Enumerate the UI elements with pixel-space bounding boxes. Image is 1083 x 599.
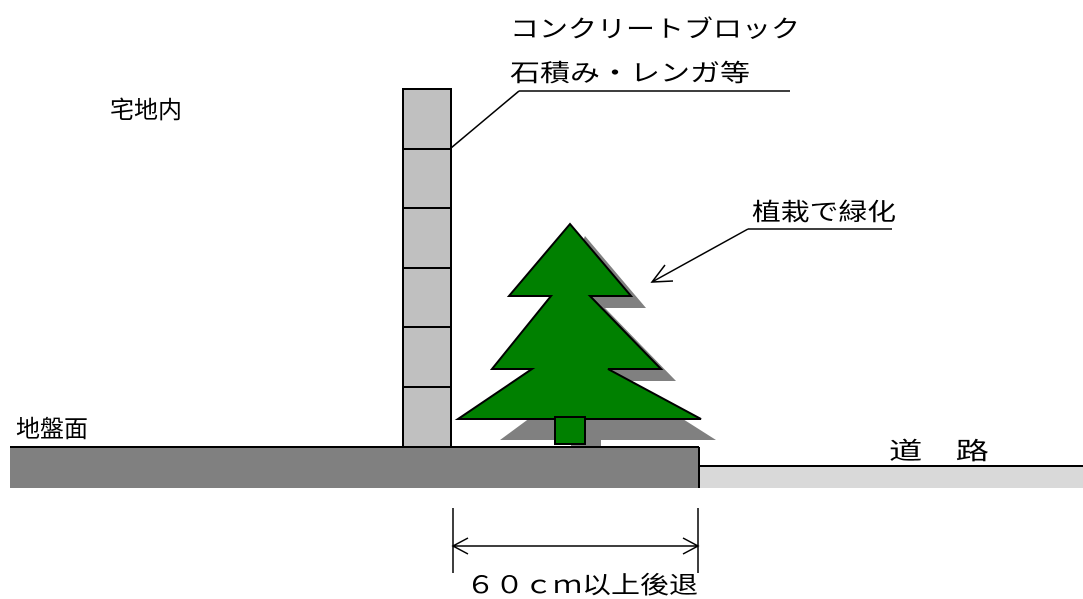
label-material-line1: コンクリートブロック [510, 15, 800, 43]
greening-arrow [650, 228, 892, 283]
road-surface [699, 465, 1083, 488]
label-greening: 植栽で緑化 [752, 198, 896, 226]
ground [10, 446, 700, 488]
label-setback: ６０ｃｍ以上後退 [466, 571, 698, 599]
wall-leader-line [450, 90, 790, 149]
label-residential-land: 宅地内 [110, 96, 182, 124]
tree [454, 222, 702, 445]
label-ground-surface: 地盤面 [16, 415, 88, 443]
block-wall [402, 88, 452, 448]
setback-dimension [451, 508, 700, 573]
label-material-line2: 石積み・レンガ等 [510, 59, 750, 87]
label-road: 道 路 [889, 437, 989, 465]
